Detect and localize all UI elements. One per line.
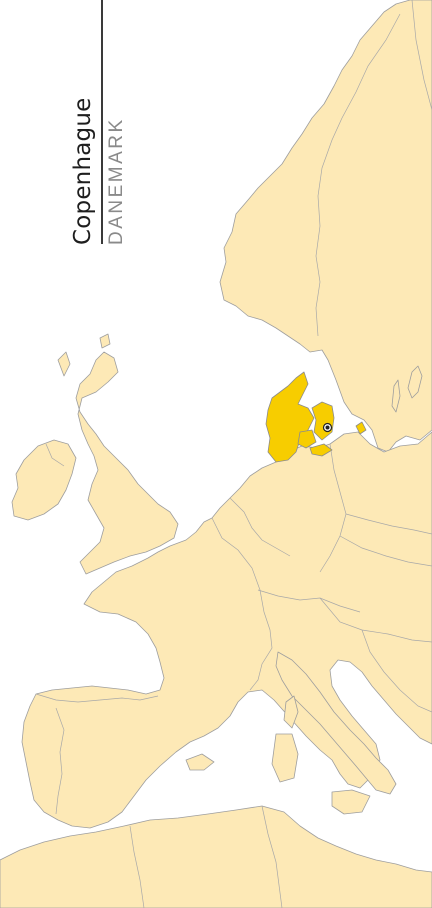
title-block: Copenhague DANEMARK [70,0,140,260]
title-divider [101,0,103,244]
border-norway-sweden [315,13,401,337]
border-germany-south [257,589,361,613]
land-corsica [283,695,299,729]
country-denmark-bornholm [355,421,367,435]
land-hebrides [57,351,71,377]
land-balearics [185,753,215,771]
country-denmark-lolland [309,443,333,457]
land-sicily [331,789,371,815]
land-oland [391,379,401,413]
land-orkney [99,333,111,349]
border-sweden-finland [411,0,432,111]
land-scandinavia [219,0,432,453]
country-subtitle: DANEMARK [106,117,127,245]
border-spain-france [35,693,159,703]
border-france [211,517,273,691]
border-czech [339,535,432,567]
land-great-britain [75,351,179,575]
country-denmark-zealand [311,401,335,441]
city-title: Copenhague [70,97,96,245]
land-italy [275,651,397,795]
country-denmark-funen [297,429,317,449]
border-benelux [229,497,291,557]
border-poland [345,513,432,535]
border-balkans [361,629,432,713]
border-austria [319,597,432,643]
land-gotland [407,365,423,399]
border-ireland [45,443,65,467]
border-spain-portugal [55,707,65,815]
country-denmark-jutland [265,371,315,463]
border-north-africa [129,805,283,908]
city-dot-center [325,425,330,430]
land-sardinia [271,733,299,783]
land-ireland [11,439,77,521]
